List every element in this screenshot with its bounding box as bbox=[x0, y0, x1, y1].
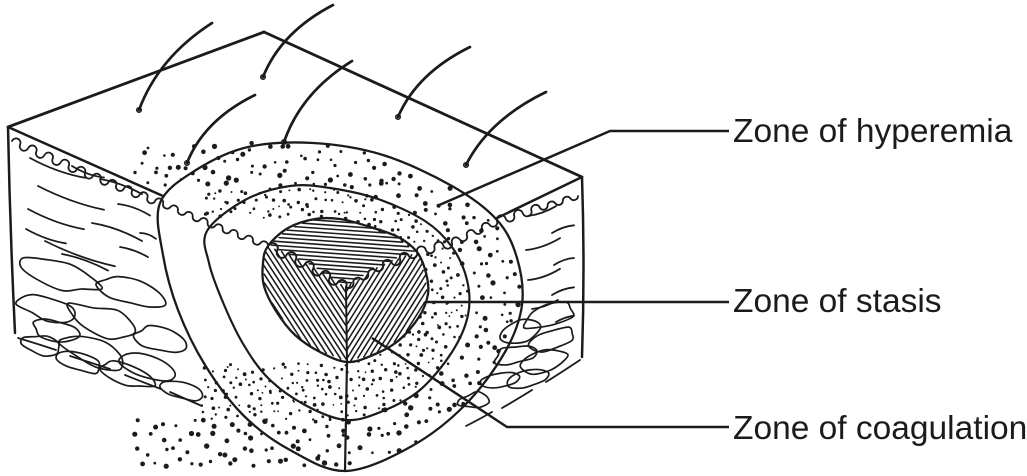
subcutaneous-fat-texture bbox=[15, 256, 575, 409]
zone-boundary-lines bbox=[156, 141, 524, 473]
hair-root bbox=[280, 138, 288, 146]
leader-lines bbox=[371, 129, 729, 429]
label-zone-of-stasis: Zone of stasis bbox=[733, 283, 942, 320]
hair-shaft bbox=[185, 93, 257, 165]
hair-shafts bbox=[135, 3, 548, 169]
zone-of-stasis-stipple bbox=[201, 187, 467, 422]
hair-root bbox=[183, 159, 191, 167]
skin-block-outline bbox=[6, 30, 585, 359]
dermis-texture bbox=[25, 157, 575, 323]
hair-root bbox=[394, 113, 402, 121]
hair-root bbox=[135, 106, 143, 114]
hair-shaft bbox=[396, 45, 472, 119]
zone-of-hyperemia-stipple bbox=[132, 140, 522, 469]
hair-shaft bbox=[282, 59, 354, 144]
hair-shaft bbox=[464, 90, 548, 167]
hair-shaft bbox=[261, 3, 335, 79]
hair-root bbox=[259, 73, 267, 81]
label-zone-of-coagulation: Zone of coagulation bbox=[733, 410, 1027, 447]
leader-line-coagulation bbox=[371, 336, 729, 429]
leader-line-hyperemia bbox=[436, 129, 729, 208]
label-zone-of-hyperemia: Zone of hyperemia bbox=[733, 113, 1013, 150]
block-bottom-ragged-edge bbox=[17, 337, 581, 427]
epidermis-line bbox=[11, 137, 579, 289]
hair-root bbox=[462, 161, 470, 169]
hair-shaft bbox=[137, 21, 214, 112]
